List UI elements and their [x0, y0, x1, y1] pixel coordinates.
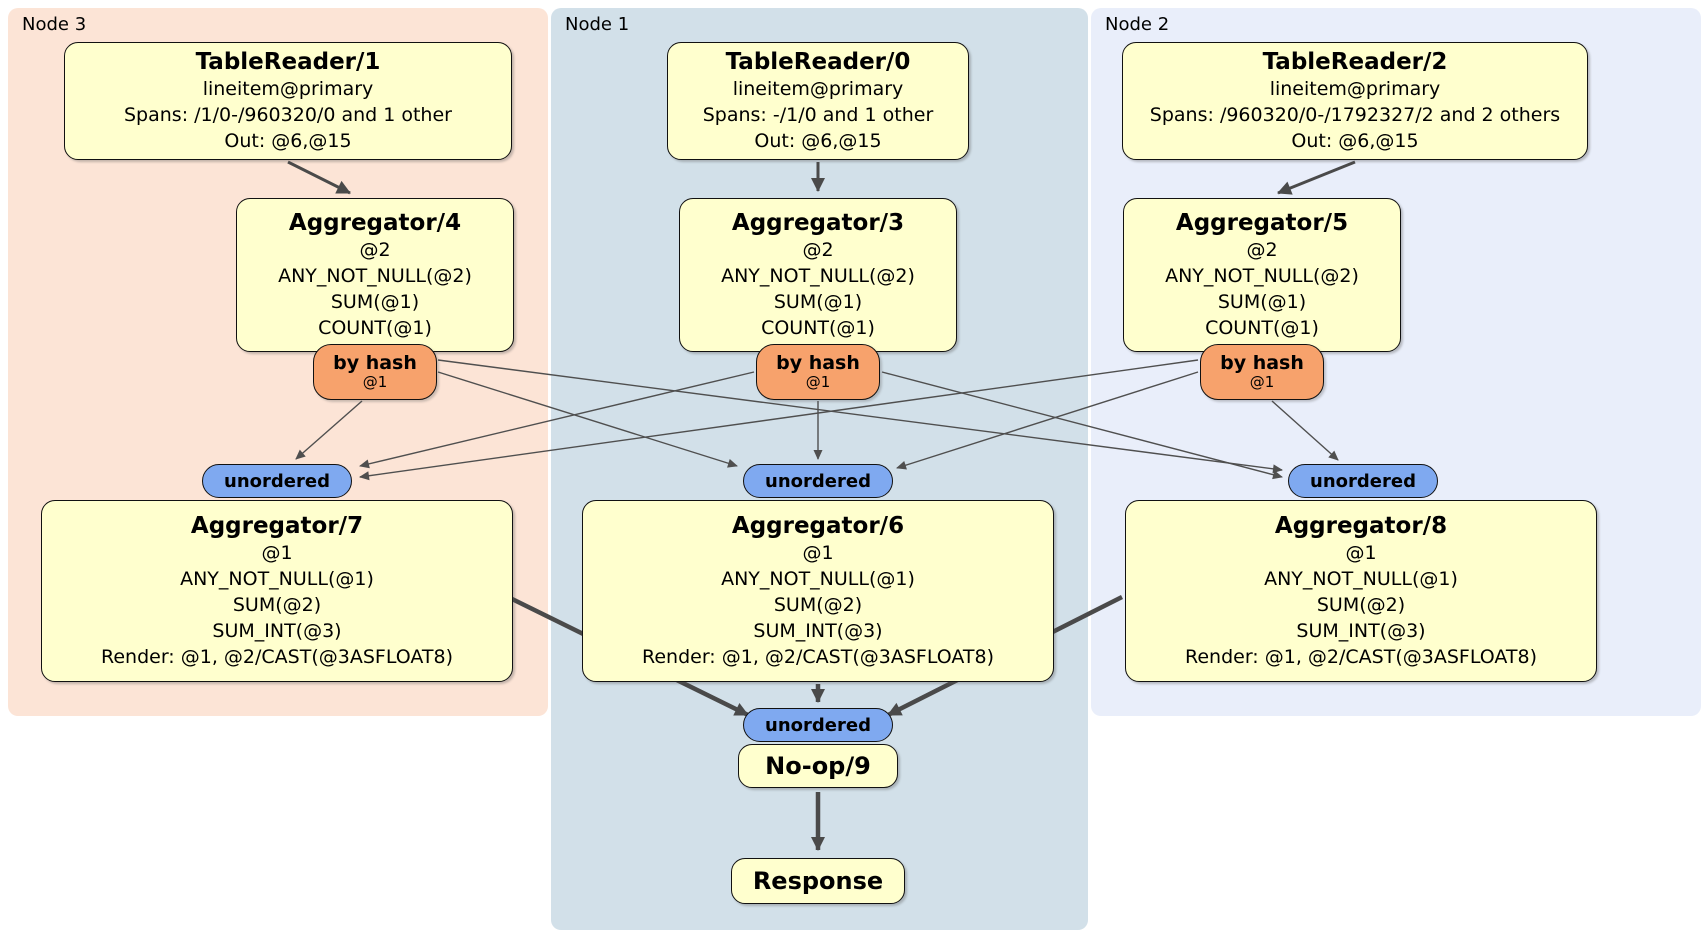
processor-detail: @2	[1246, 239, 1278, 261]
processor-tablereader-0: TableReader/0 lineitem@primary Spans: -/…	[667, 42, 969, 160]
processor-aggregator-7: Aggregator/7 @1 ANY_NOT_NULL(@1) SUM(@2)…	[41, 500, 513, 682]
processor-detail: @1	[1345, 542, 1377, 564]
hash-router-to-sync-edges	[295, 359, 1339, 481]
router-key: @1	[805, 373, 831, 391]
processor-title: Aggregator/3	[731, 210, 905, 236]
sync-unordered-node2: unordered	[1288, 464, 1438, 498]
processor-detail: Spans: -/1/0 and 1 other	[702, 104, 934, 126]
sync-unordered-node3: unordered	[202, 464, 352, 498]
router-label: by hash	[1220, 352, 1304, 374]
processor-aggregator-4: Aggregator/4 @2 ANY_NOT_NULL(@2) SUM(@1)…	[236, 198, 514, 352]
processor-detail: SUM(@2)	[1316, 594, 1406, 616]
edge-router1-sync3	[359, 371, 755, 469]
edge-router1-sync2	[881, 371, 1283, 480]
processor-detail: COUNT(@1)	[761, 317, 875, 339]
router-key: @1	[362, 373, 388, 391]
router-by-hash-node3: by hash @1	[313, 344, 437, 400]
processor-title: Aggregator/6	[731, 513, 905, 539]
processor-detail: Out: @6,@15	[1291, 130, 1419, 152]
processor-detail: SUM_INT(@3)	[1296, 620, 1426, 642]
processor-detail: Render: @1, @2/CAST(@3ASFLOAT8)	[1185, 646, 1537, 668]
processor-detail: @1	[261, 542, 293, 564]
router-by-hash-node2: by hash @1	[1200, 344, 1324, 400]
sync-unordered-final: unordered	[743, 708, 893, 742]
edge-router3-sync1	[437, 371, 738, 468]
processor-detail: COUNT(@1)	[1205, 317, 1319, 339]
processor-title: TableReader/2	[1262, 49, 1448, 75]
processor-detail: Spans: /1/0-/960320/0 and 1 other	[124, 104, 452, 126]
processor-detail: ANY_NOT_NULL(@2)	[278, 265, 472, 287]
processor-detail: SUM(@1)	[330, 291, 420, 313]
tablereader-to-aggregator-edges	[287, 160, 1356, 195]
processor-detail: Out: @6,@15	[754, 130, 882, 152]
region-label-node-1: Node 1	[565, 14, 630, 35]
router-key: @1	[1249, 373, 1275, 391]
processor-aggregator-6: Aggregator/6 @1 ANY_NOT_NULL(@1) SUM(@2)…	[582, 500, 1054, 682]
region-label-node-3: Node 3	[22, 14, 87, 35]
processor-detail: Render: @1, @2/CAST(@3ASFLOAT8)	[642, 646, 994, 668]
processor-detail: ANY_NOT_NULL(@2)	[721, 265, 915, 287]
edge-tr1-agg4	[287, 160, 351, 195]
sync-label: unordered	[224, 470, 330, 492]
sync-label: unordered	[1310, 470, 1416, 492]
processor-tablereader-1: TableReader/1 lineitem@primary Spans: /1…	[64, 42, 512, 160]
router-label: by hash	[333, 352, 417, 374]
region-label-node-2: Node 2	[1105, 14, 1170, 35]
processor-detail: @2	[359, 239, 391, 261]
processor-title: Aggregator/4	[288, 210, 462, 236]
processor-tablereader-2: TableReader/2 lineitem@primary Spans: /9…	[1122, 42, 1588, 160]
processor-response: Response	[731, 858, 905, 904]
processor-title: TableReader/0	[725, 49, 911, 75]
processor-detail: SUM(@1)	[773, 291, 863, 313]
edge-router2-sync3	[359, 359, 1199, 481]
processor-detail: COUNT(@1)	[318, 317, 432, 339]
processor-detail: lineitem@primary	[202, 78, 374, 100]
sync-label: unordered	[765, 470, 871, 492]
processor-title: Aggregator/8	[1274, 513, 1448, 539]
processor-detail: lineitem@primary	[732, 78, 904, 100]
processor-detail: SUM(@1)	[1217, 291, 1307, 313]
processor-aggregator-5: Aggregator/5 @2 ANY_NOT_NULL(@2) SUM(@1)…	[1123, 198, 1401, 352]
router-by-hash-node1: by hash @1	[756, 344, 880, 400]
processor-detail: Out: @6,@15	[224, 130, 352, 152]
edge-router2-sync1	[896, 371, 1199, 470]
edge-tr2-agg5	[1277, 160, 1356, 195]
processor-detail: @2	[802, 239, 834, 261]
processor-detail: SUM(@2)	[232, 594, 322, 616]
processor-title: TableReader/1	[195, 49, 381, 75]
processor-detail: ANY_NOT_NULL(@2)	[1165, 265, 1359, 287]
processor-detail: @1	[802, 542, 834, 564]
sync-label: unordered	[765, 714, 871, 736]
processor-detail: ANY_NOT_NULL(@1)	[1264, 568, 1458, 590]
processor-title: Aggregator/7	[190, 513, 364, 539]
edge-router2-sync2	[1271, 400, 1339, 461]
processor-detail: Render: @1, @2/CAST(@3ASFLOAT8)	[101, 646, 453, 668]
processor-noop-9: No-op/9	[738, 744, 898, 788]
processor-detail: SUM_INT(@3)	[753, 620, 883, 642]
processor-aggregator-8: Aggregator/8 @1 ANY_NOT_NULL(@1) SUM(@2)…	[1125, 500, 1597, 682]
router-label: by hash	[776, 352, 860, 374]
processor-detail: Spans: /960320/0-/1792327/2 and 2 others	[1149, 104, 1561, 126]
processor-aggregator-3: Aggregator/3 @2 ANY_NOT_NULL(@2) SUM(@1)…	[679, 198, 957, 352]
processor-detail: ANY_NOT_NULL(@1)	[721, 568, 915, 590]
processor-title: Aggregator/5	[1175, 210, 1349, 236]
edge-router3-sync2	[437, 359, 1283, 474]
processor-detail: lineitem@primary	[1269, 78, 1441, 100]
processor-title: No-op/9	[765, 752, 871, 780]
processor-detail: SUM(@2)	[773, 594, 863, 616]
edge-router3-sync3	[295, 400, 363, 460]
sync-unordered-node1: unordered	[743, 464, 893, 498]
processor-title: Response	[752, 867, 884, 895]
processor-detail: SUM_INT(@3)	[212, 620, 342, 642]
processor-detail: ANY_NOT_NULL(@1)	[180, 568, 374, 590]
